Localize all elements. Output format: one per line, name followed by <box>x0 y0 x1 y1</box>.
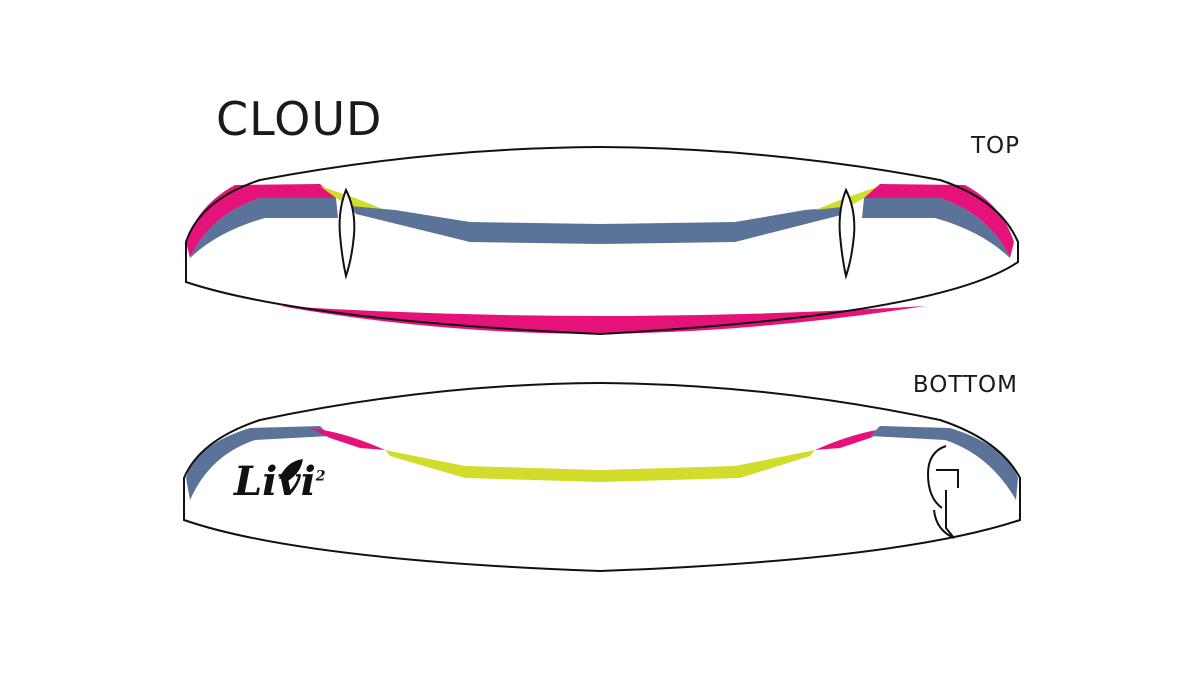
livi-logo-text: Livi <box>234 458 316 505</box>
top-wing-outline <box>185 145 1019 336</box>
livi-logo-superscript: 2 <box>315 468 326 485</box>
left-underside-pink-wedge <box>310 428 385 450</box>
left-lime-wedge <box>320 186 385 210</box>
top-view-label: TOP <box>970 133 1020 159</box>
central-underside-lime-band <box>385 450 815 482</box>
bottom-view-label: BOTTOM <box>912 372 1018 398</box>
product-title: CLOUD <box>216 92 383 146</box>
trailing-edge-pink-band <box>280 306 925 334</box>
left-stabilo <box>338 187 356 280</box>
central-blue-band <box>350 206 850 244</box>
left-underside-blue-stripe <box>186 426 330 500</box>
brand-mark-icon <box>926 445 959 539</box>
right-tip-pink-stripe <box>864 184 1014 258</box>
left-tip-blue-stripe <box>186 198 338 262</box>
bottom-wing-outline <box>183 381 1021 573</box>
left-tip-pink-stripe <box>186 184 336 258</box>
livi-logo-feather-icon <box>278 459 303 481</box>
right-tip-blue-stripe <box>862 198 1014 262</box>
right-stabilo <box>838 187 856 280</box>
livi-logo: Livi2 <box>234 462 326 502</box>
right-underside-blue-stripe <box>870 426 1018 500</box>
right-underside-pink-wedge <box>815 428 890 450</box>
